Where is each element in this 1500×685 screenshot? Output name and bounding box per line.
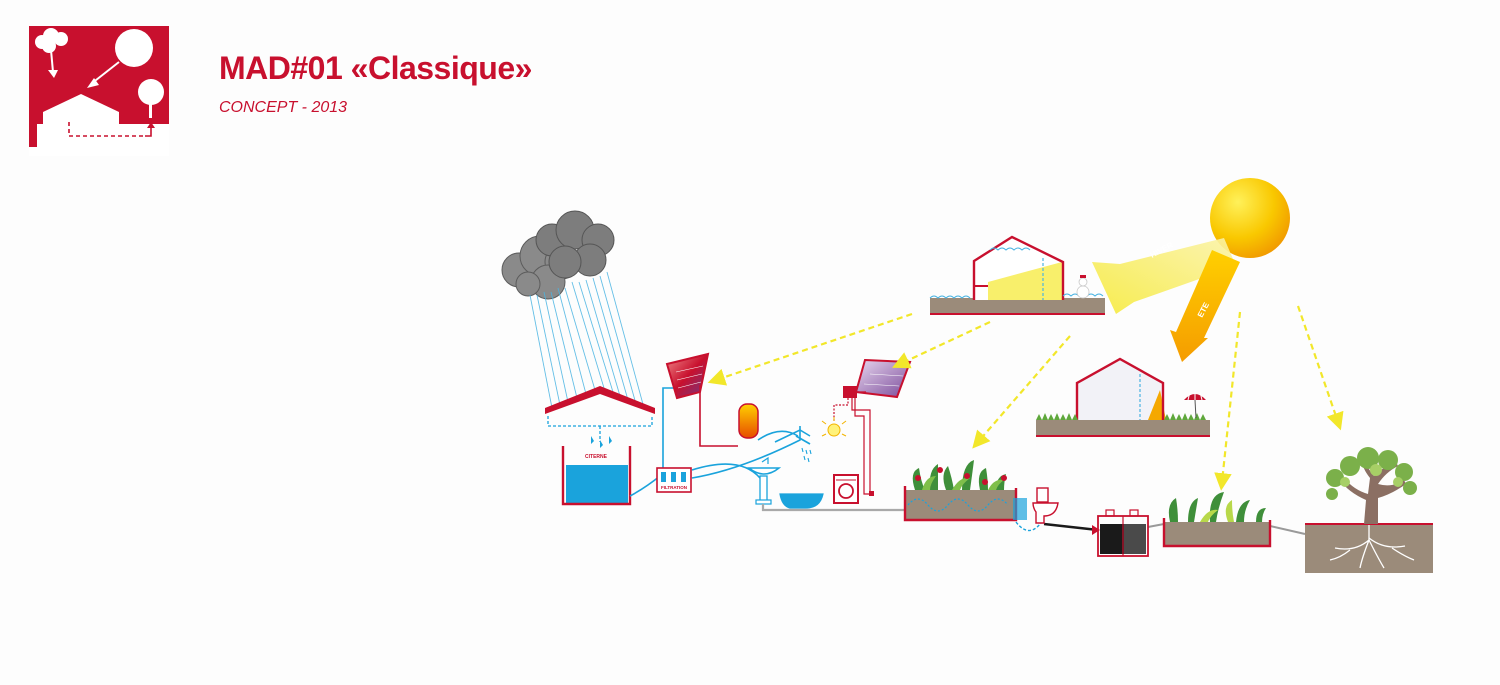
phyto-filter-bed: [903, 460, 1027, 522]
sun-icon: [1210, 178, 1290, 258]
septic-tank: [1097, 509, 1149, 557]
sink-icon: [746, 456, 782, 505]
toilet-icon: [1032, 487, 1059, 524]
washing-machine-icon: [833, 474, 859, 504]
light-bulb-icon: [821, 417, 847, 437]
shower-icon: [795, 435, 812, 463]
rain-lines: [529, 271, 645, 409]
electric-inverter: [833, 386, 874, 496]
filtration-unit: FILTRATION: [656, 467, 692, 493]
cistern-tank: CITERNE: [561, 446, 632, 506]
water-pipes: [629, 387, 811, 497]
summer-house: [1036, 357, 1210, 437]
beach-umbrella-icon: [1184, 390, 1206, 419]
rain-cloud-icon: [501, 210, 615, 300]
cistern-label: CITERNE: [585, 454, 608, 460]
solar-energy-arrows: [707, 305, 1344, 491]
page-title: MAD#01 «Classique»: [219, 50, 532, 86]
rainwater-roof: [545, 386, 655, 448]
tree-with-roots: [1305, 447, 1433, 573]
snowman-icon: [1076, 275, 1090, 299]
water-heater: [738, 403, 799, 441]
solar-thermal-panel: [665, 352, 738, 447]
summer-sun-ray: ETE: [1170, 250, 1240, 362]
winter-house: [929, 235, 1105, 315]
logo-house-icon: [29, 26, 169, 156]
grey-drain-pipe: [761, 504, 1306, 535]
filtration-label: FILTRATION: [661, 485, 687, 490]
page-subtitle: CONCEPT - 2013: [219, 99, 348, 116]
bathtub-icon: [779, 493, 824, 509]
planted-drainage-bed: [1162, 492, 1272, 548]
